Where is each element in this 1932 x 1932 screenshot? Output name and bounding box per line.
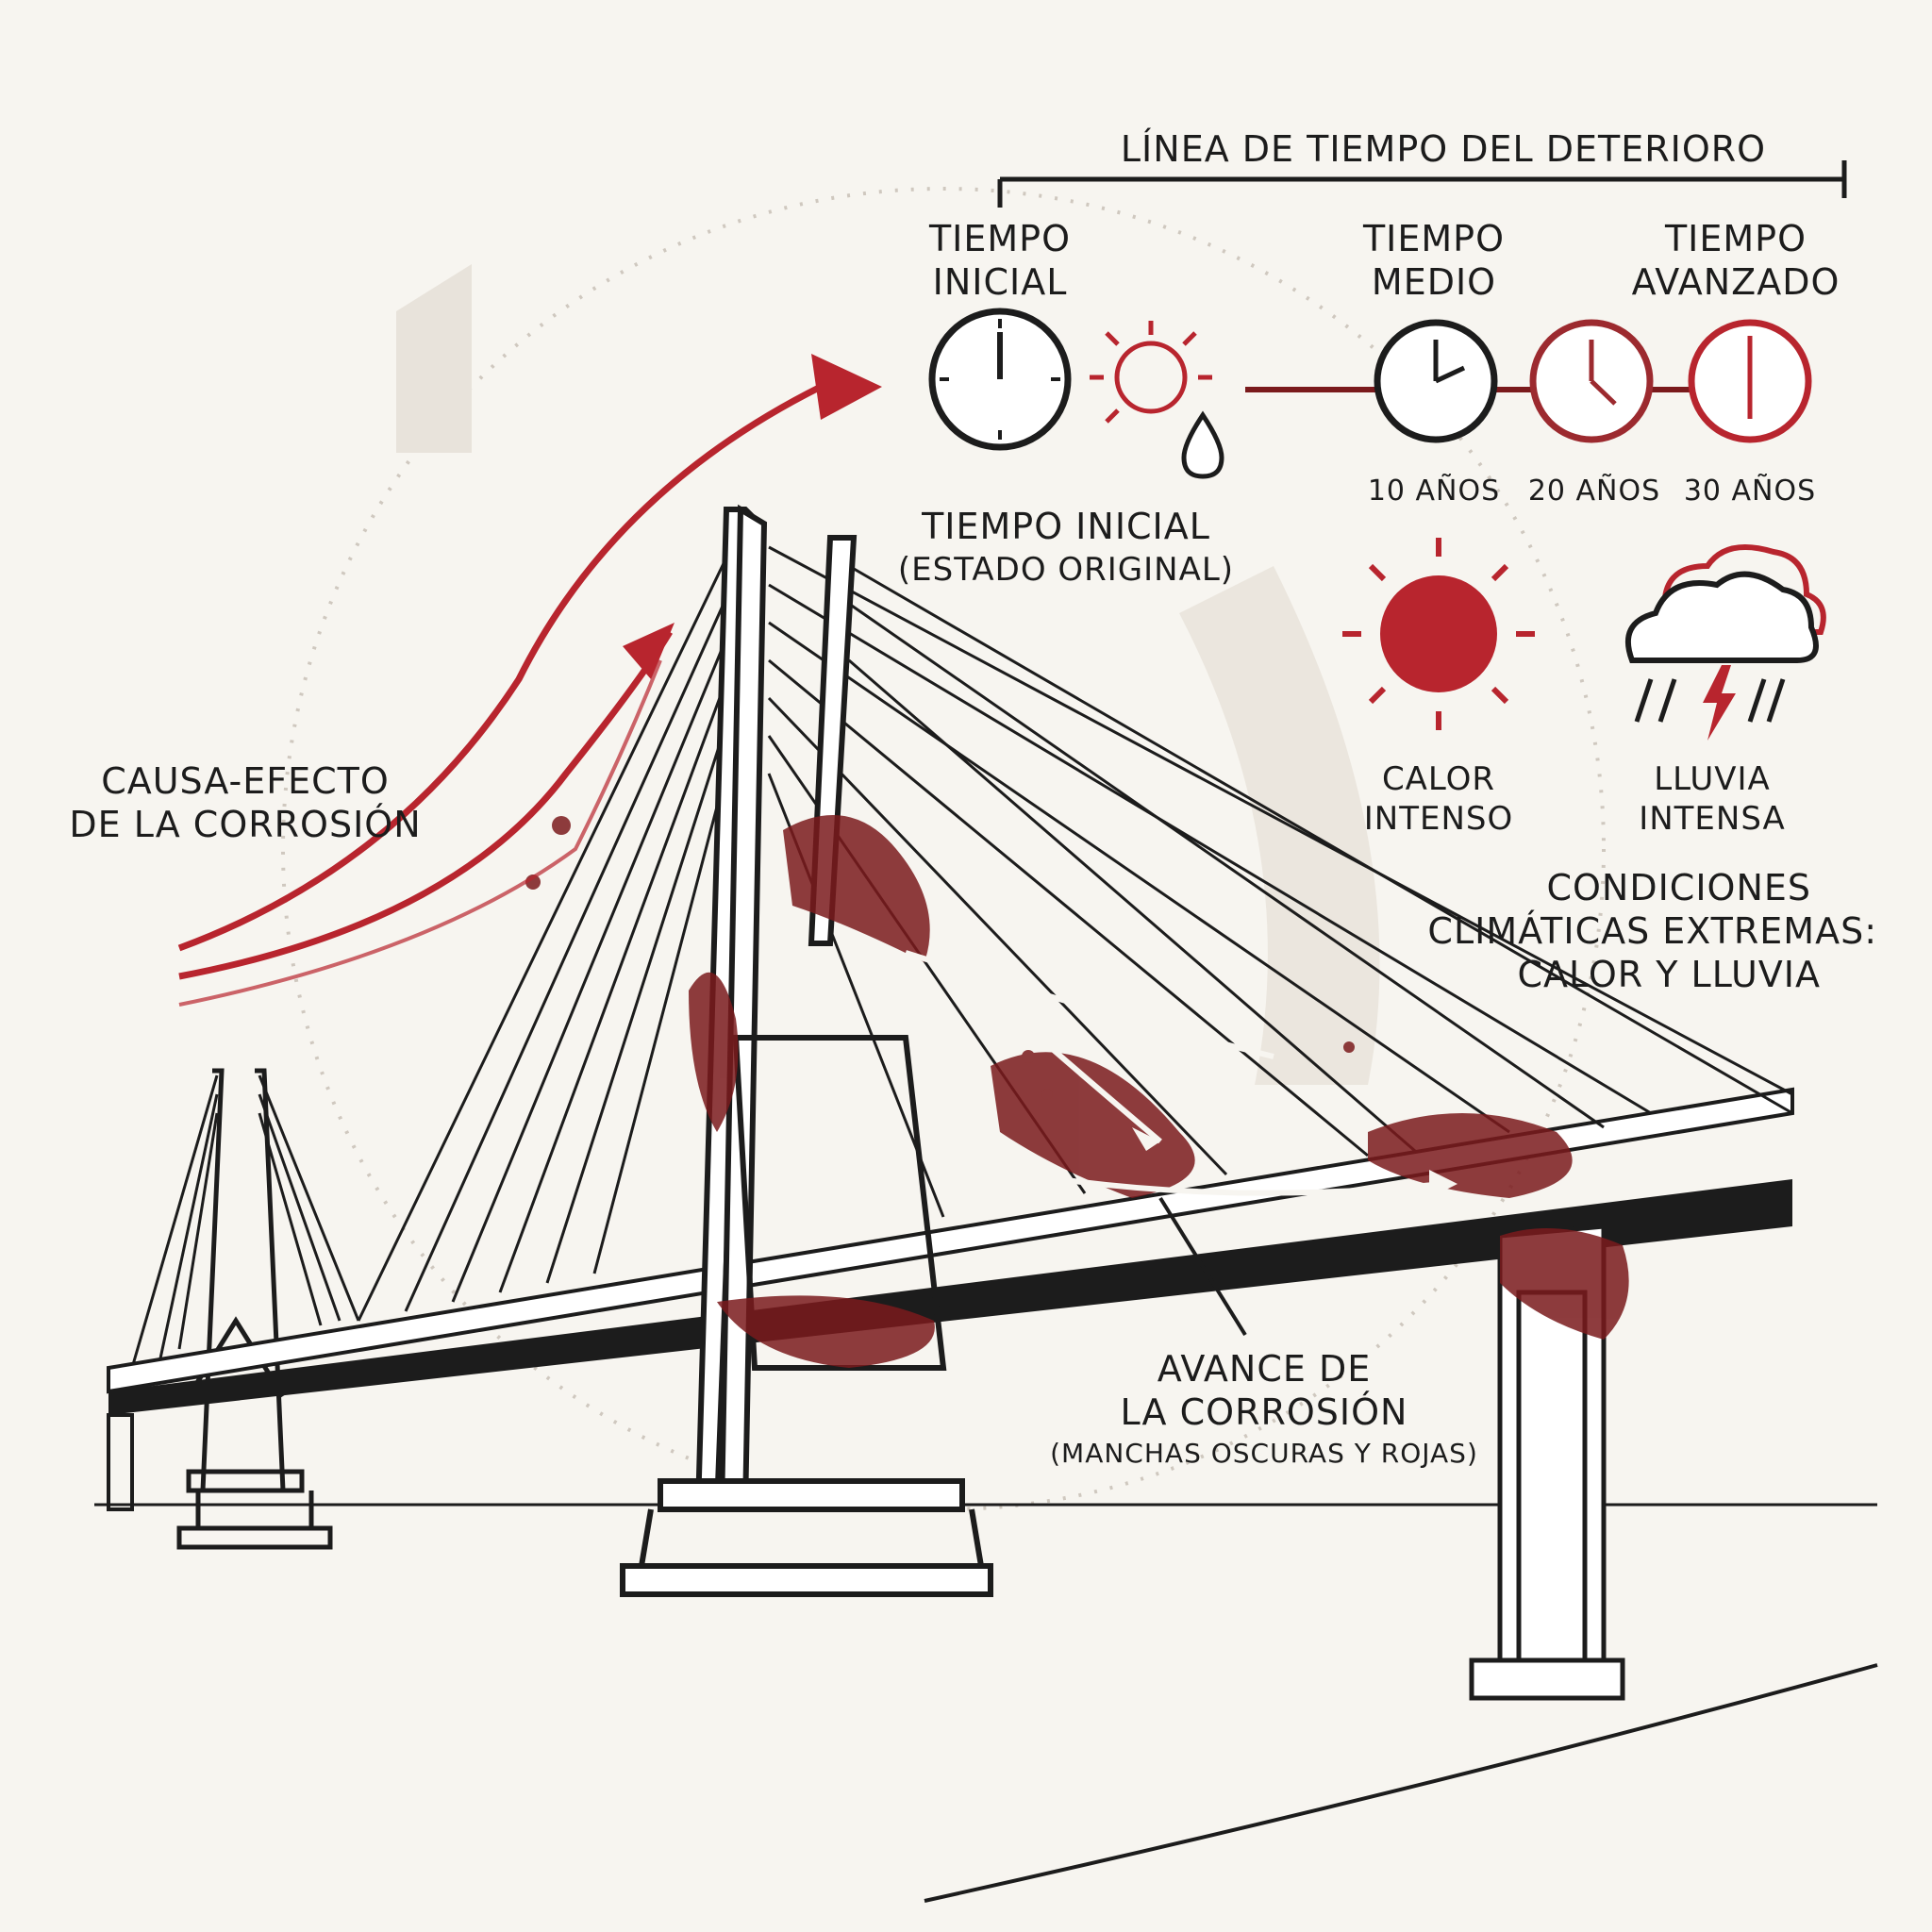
- main-tower: [620, 504, 993, 1597]
- stage-label-medium: TIEMPO MEDIO: [1362, 218, 1506, 303]
- stage-label-advanced: TIEMPO AVANZADO: [1631, 218, 1840, 303]
- timeline-bracket: [997, 160, 1847, 208]
- rain-label: LLUVIA INTENSA: [1639, 760, 1786, 838]
- clock-icon: [1688, 319, 1812, 443]
- clock-icon: [1529, 319, 1654, 443]
- year-label: 20 AÑOS: [1527, 475, 1661, 508]
- water-drop-icon: [1181, 410, 1224, 479]
- clock-icon: [1374, 319, 1498, 443]
- clock-icon: [928, 308, 1072, 451]
- background-shape: [396, 264, 472, 453]
- sun-icon: [1342, 538, 1535, 730]
- initial-state-label: TIEMPO INICIAL (ESTADO ORIGINAL): [897, 506, 1235, 589]
- corrosion-stains: [525, 815, 1629, 1368]
- riverbank-line: [924, 1663, 1878, 1903]
- timeline-title: LÍNEA DE TIEMPO DEL DETERIORO: [1120, 128, 1767, 170]
- main-tower-cables: [357, 527, 1793, 1322]
- sun-icon: [1090, 321, 1212, 424]
- heat-label: CALOR INTENSO: [1363, 760, 1514, 838]
- left-tower-cables: [130, 1074, 360, 1369]
- cause-effect-label: CAUSA-EFECTO DE LA CORROSIÓN: [69, 760, 422, 845]
- cause-effect-arrowheads: [623, 354, 882, 679]
- background-shape: [1179, 566, 1380, 1085]
- climate-conditions-title: CONDICIONES CLIMÁTICAS EXTREMAS: CALOR Y…: [1427, 867, 1877, 995]
- corrosion-arrowheads: [1132, 1127, 1457, 1198]
- stage-label-initial: TIEMPO INICIAL: [928, 218, 1072, 303]
- year-label: 10 AÑOS: [1367, 475, 1501, 508]
- corrosion-leader-line: [1158, 1196, 1247, 1337]
- background-dotted-circle: [281, 187, 1606, 1511]
- bridge-deck: [107, 1087, 1794, 1511]
- left-small-tower: [176, 1068, 333, 1550]
- right-pier: [1469, 1224, 1625, 1701]
- cause-effect-arrows: [177, 383, 823, 1007]
- storm-cloud-icon: [1625, 544, 1826, 741]
- corrosion-flow-arrows: [905, 950, 1444, 1196]
- corrosion-advance-label: AVANCE DE LA CORROSIÓN (MANCHAS OSCURAS …: [1050, 1348, 1478, 1469]
- year-label: 30 AÑOS: [1683, 475, 1817, 508]
